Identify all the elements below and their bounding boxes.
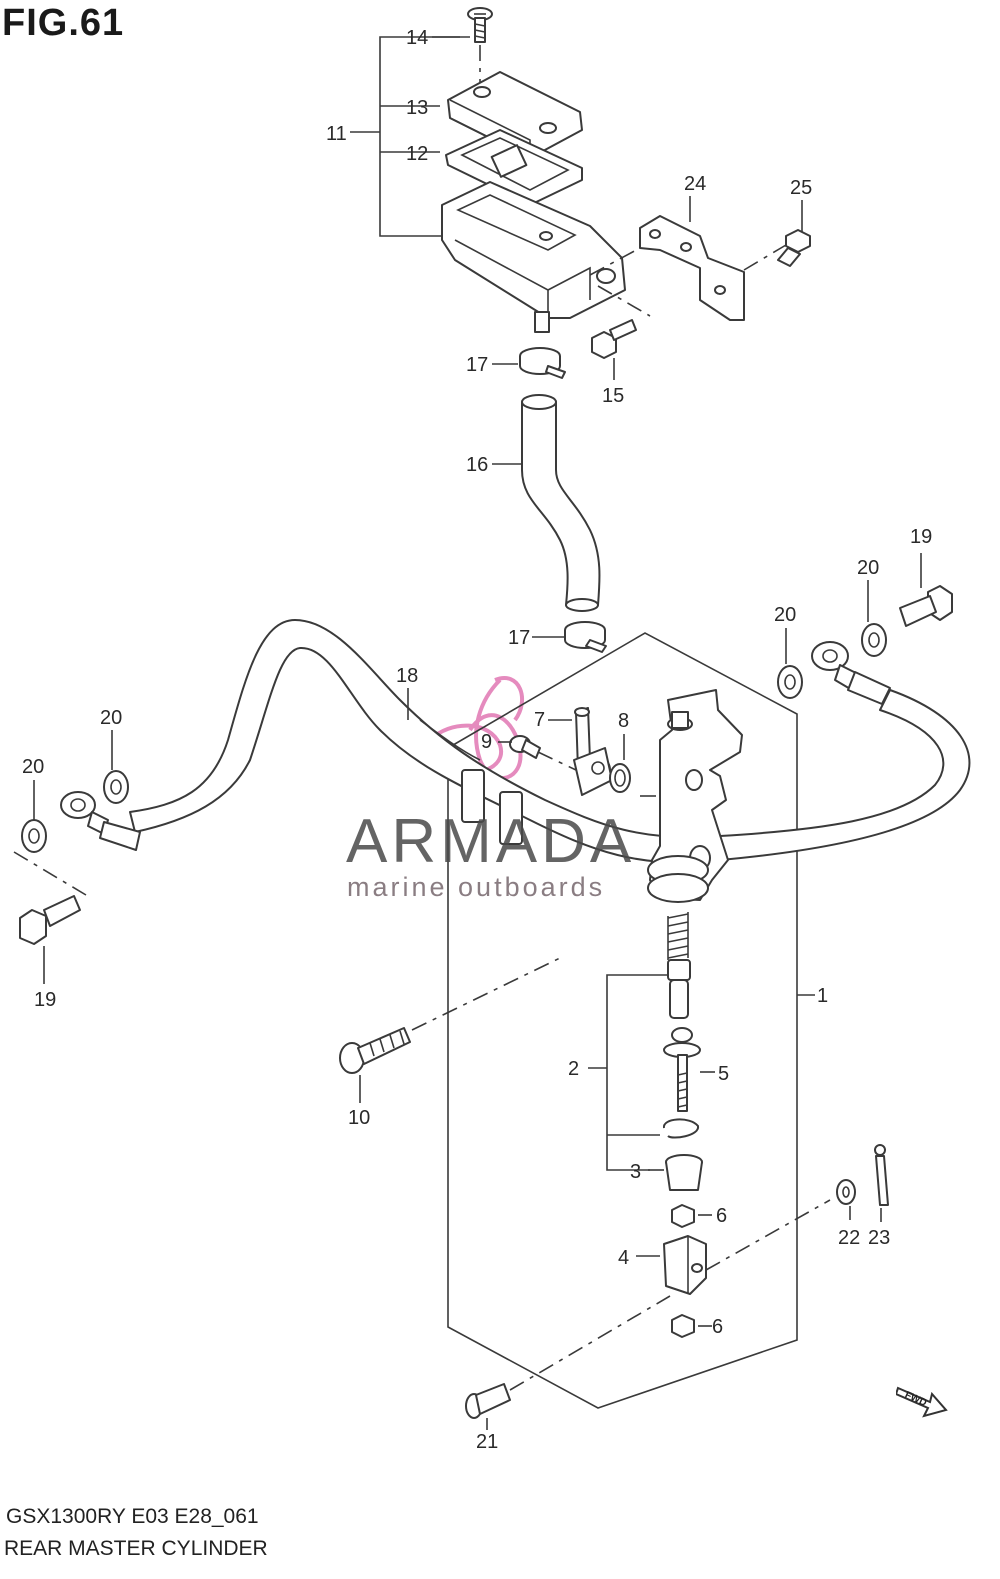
dust-boot-3 [648, 1154, 703, 1191]
callout-19b: 19 [910, 526, 932, 548]
brake-hose-18 [129, 619, 971, 864]
bracket-11-line [350, 36, 460, 237]
callout-20a: 20 [22, 756, 44, 778]
callout-21: 21 [476, 1431, 498, 1453]
callout-17b: 17 [508, 627, 530, 649]
hose-clamp-17-top [519, 347, 566, 379]
washer-20-a [21, 819, 47, 853]
callout-7: 7 [534, 709, 545, 731]
reservoir-cap-13 [447, 71, 583, 160]
screw-14 [467, 7, 493, 82]
push-rod-5 [663, 1027, 715, 1112]
screw-9 [509, 735, 577, 771]
callout-9: 9 [481, 731, 492, 753]
callout-4: 4 [618, 1247, 629, 1269]
callout-20d: 20 [857, 557, 879, 579]
callout-19a: 19 [34, 989, 56, 1011]
callout-18: 18 [396, 665, 418, 687]
o-ring-8 [609, 734, 631, 793]
spring [667, 912, 689, 960]
callout-labels: 1 2 3 4 5 6 6 7 8 9 10 11 12 13 14 15 16… [22, 27, 932, 1453]
callout-23: 23 [868, 1227, 890, 1249]
hose-clamp-17-lower [564, 621, 607, 653]
washer-22 [836, 1179, 856, 1220]
callout-11: 11 [326, 123, 347, 145]
callout-17a: 17 [466, 354, 488, 376]
callout-6b: 6 [712, 1316, 723, 1338]
nut-6-upper [671, 1204, 712, 1228]
reservoir-hose-16 [521, 394, 601, 612]
assembly-box-1 [447, 632, 815, 1409]
banjo-bolt-19-left [13, 851, 87, 984]
figure-title: FIG.61 [2, 2, 125, 44]
callout-13: 13 [406, 97, 428, 119]
bolt-10 [339, 957, 561, 1103]
hose-connector-7 [573, 707, 613, 796]
callout-24: 24 [684, 173, 706, 195]
master-cylinder-body [640, 689, 743, 903]
banjo-bolt-19-right [899, 553, 953, 627]
bracket-24 [589, 215, 787, 321]
callout-20b: 20 [100, 707, 122, 729]
clevis-pin-21 [465, 1295, 671, 1430]
callout-25: 25 [790, 177, 812, 199]
callout-3: 3 [630, 1161, 641, 1183]
clevis-4 [636, 1199, 831, 1295]
callout-2: 2 [568, 1058, 579, 1080]
callout-20c: 20 [774, 604, 796, 626]
callout-14: 14 [406, 27, 428, 49]
callout-22: 22 [838, 1227, 860, 1249]
callout-15: 15 [602, 385, 624, 407]
washer-20-b [103, 770, 129, 804]
callout-16: 16 [466, 454, 488, 476]
callout-12: 12 [406, 143, 428, 165]
washer-20-c [777, 665, 803, 699]
forward-arrow-icon: FWD [894, 1380, 948, 1420]
watermark-tagline: marine outboards [347, 872, 606, 902]
reservoir-body-11 [441, 181, 626, 333]
diaphragm-plate-12 [445, 129, 583, 206]
callout-8: 8 [618, 710, 629, 732]
nut-6-lower [671, 1314, 712, 1338]
callout-10: 10 [348, 1107, 370, 1129]
callout-6a: 6 [716, 1205, 727, 1227]
bracket-2-line [588, 974, 668, 1171]
banjo-fitting-right [811, 641, 891, 705]
part-name: REAR MASTER CYLINDER [4, 1537, 268, 1560]
callout-1: 1 [817, 985, 828, 1007]
banjo-fitting-left [60, 791, 141, 851]
callout-5: 5 [718, 1063, 729, 1085]
fwd-label: FWD [903, 1390, 928, 1409]
cotter-pin-23 [874, 1144, 889, 1222]
callout-leaders [33, 36, 869, 820]
washer-20-d [861, 623, 887, 657]
model-code: GSX1300RY E03 E28_061 [6, 1505, 259, 1528]
hose-guide-clips [461, 769, 523, 845]
bolt-25 [777, 229, 811, 267]
circlip [663, 1118, 699, 1139]
bolt-15 [591, 285, 651, 380]
piston [667, 959, 691, 1019]
watermark-brand: ARMADA [346, 807, 636, 876]
